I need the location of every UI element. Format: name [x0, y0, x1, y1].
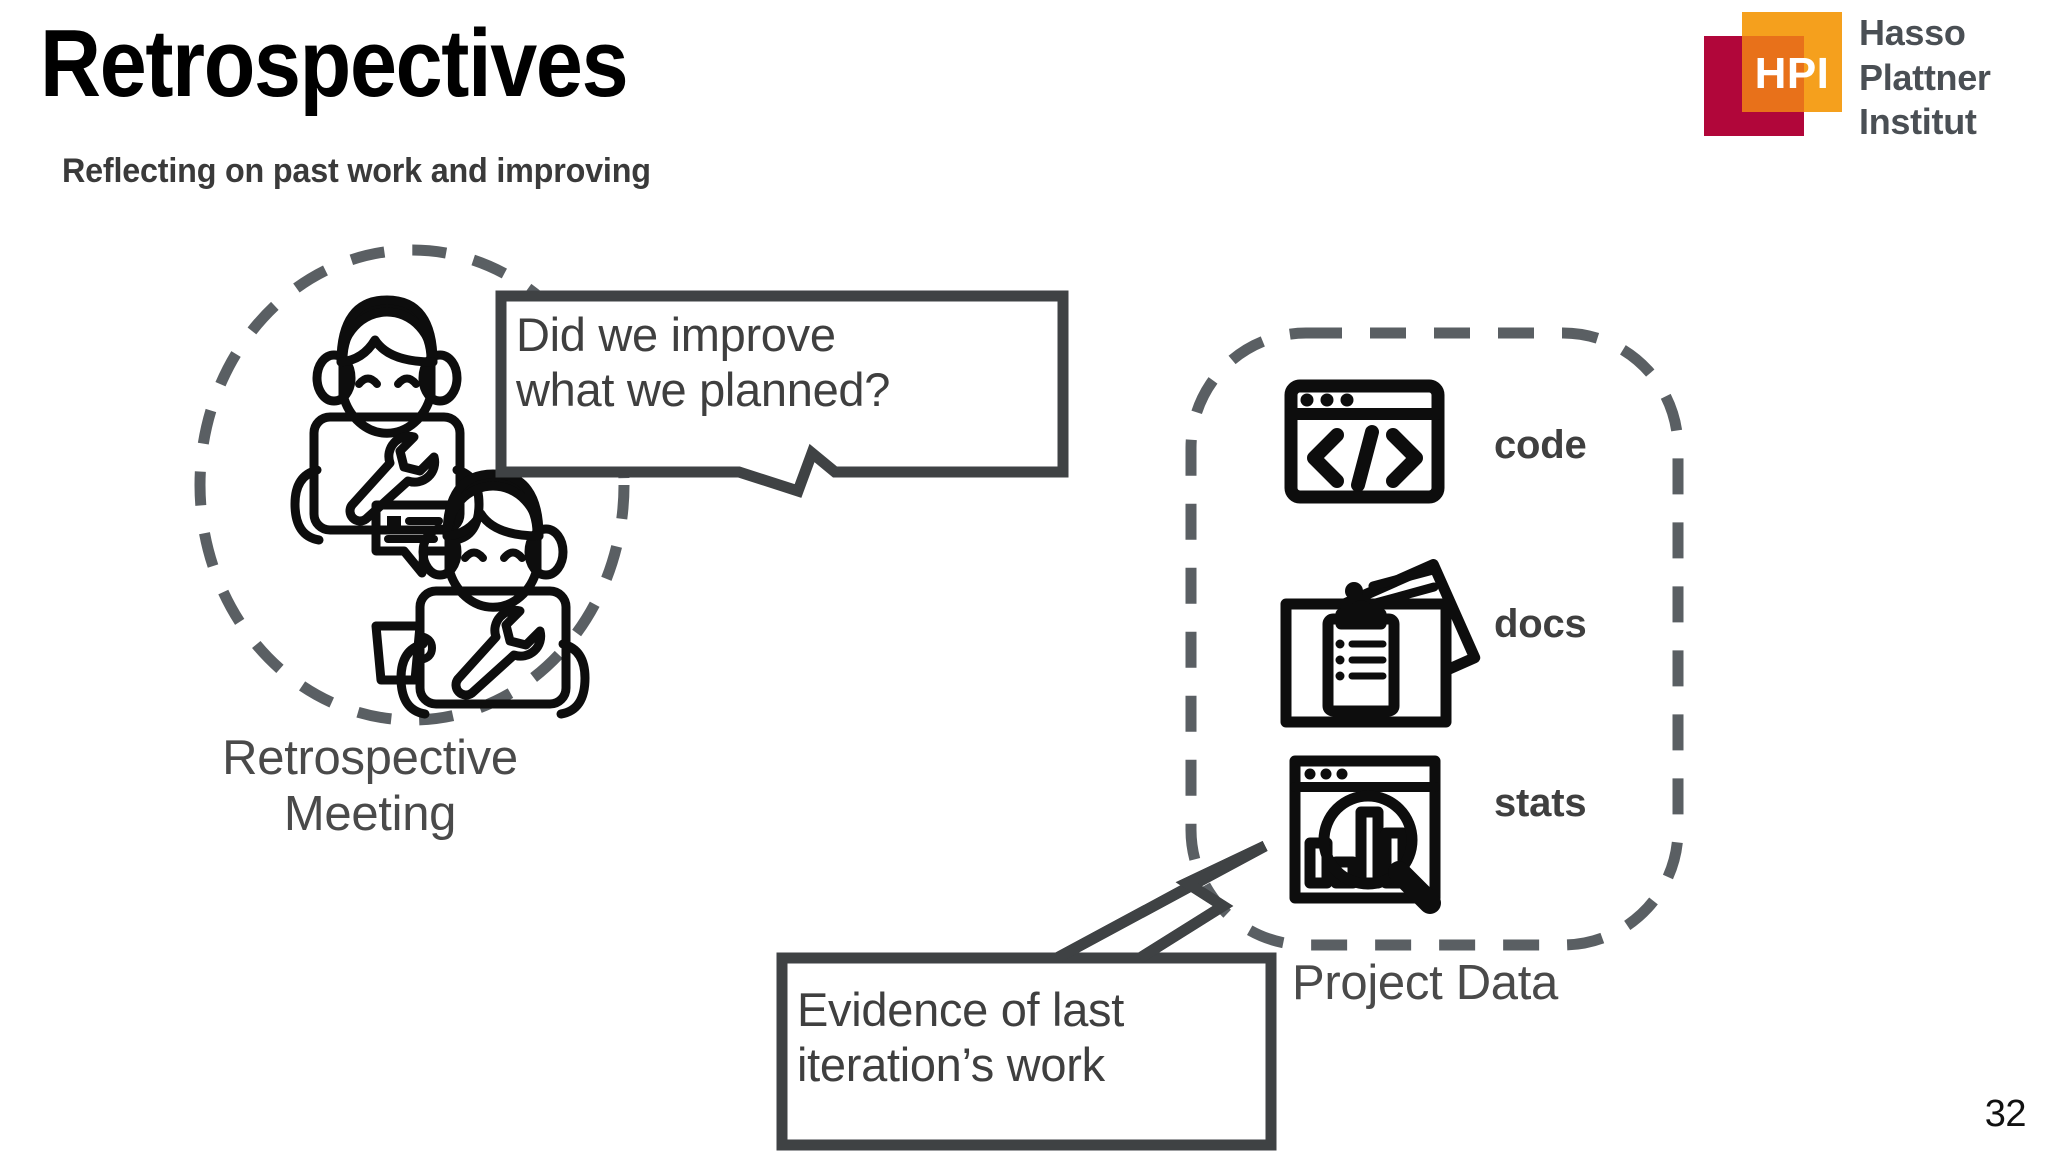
data-item-label-stats: stats [1494, 781, 1587, 825]
code-window-icon [1284, 379, 1445, 504]
page-number: 32 [1984, 1093, 2027, 1135]
speech-bubble-top-text: Did we improve what we planned? [516, 308, 891, 416]
chat-bubble-icon [371, 500, 455, 578]
person-with-laptop-icon [290, 295, 484, 545]
logo-wordmark: Hasso Plattner Institut [1859, 11, 1991, 145]
logo-word-line-1: Hasso [1859, 12, 1966, 53]
project-data-boundary [1185, 327, 1684, 951]
project-data-caption: Project Data [1291, 956, 1559, 1010]
logo-abbreviation: HPI [1754, 49, 1830, 98]
clipboard-documents-icon [1280, 559, 1481, 728]
logo-word-line-3: Institut [1859, 101, 1977, 143]
page-title: Retrospectives [40, 10, 629, 117]
logo-overlap-square [1742, 36, 1804, 112]
bar-chart-magnifier-icon [1289, 755, 1441, 914]
hpi-logo-mark: HPI [1704, 8, 1852, 148]
hpi-logo: HPI Hasso Plattner Institut [1704, 8, 2034, 153]
data-item-label-code: code [1494, 423, 1587, 467]
page-subtitle: Reflecting on past work and improving [62, 152, 651, 190]
person-with-laptop-icon [396, 469, 590, 719]
retrospective-meeting-caption: Retrospective Meeting [222, 731, 518, 842]
data-item-label-docs: docs [1494, 602, 1587, 646]
logo-word-line-2: Plattner [1859, 56, 1991, 98]
coffee-cup-icon [371, 621, 436, 685]
speech-bubble-bottom-text: Evidence of last iteration’s work [797, 983, 1124, 1091]
